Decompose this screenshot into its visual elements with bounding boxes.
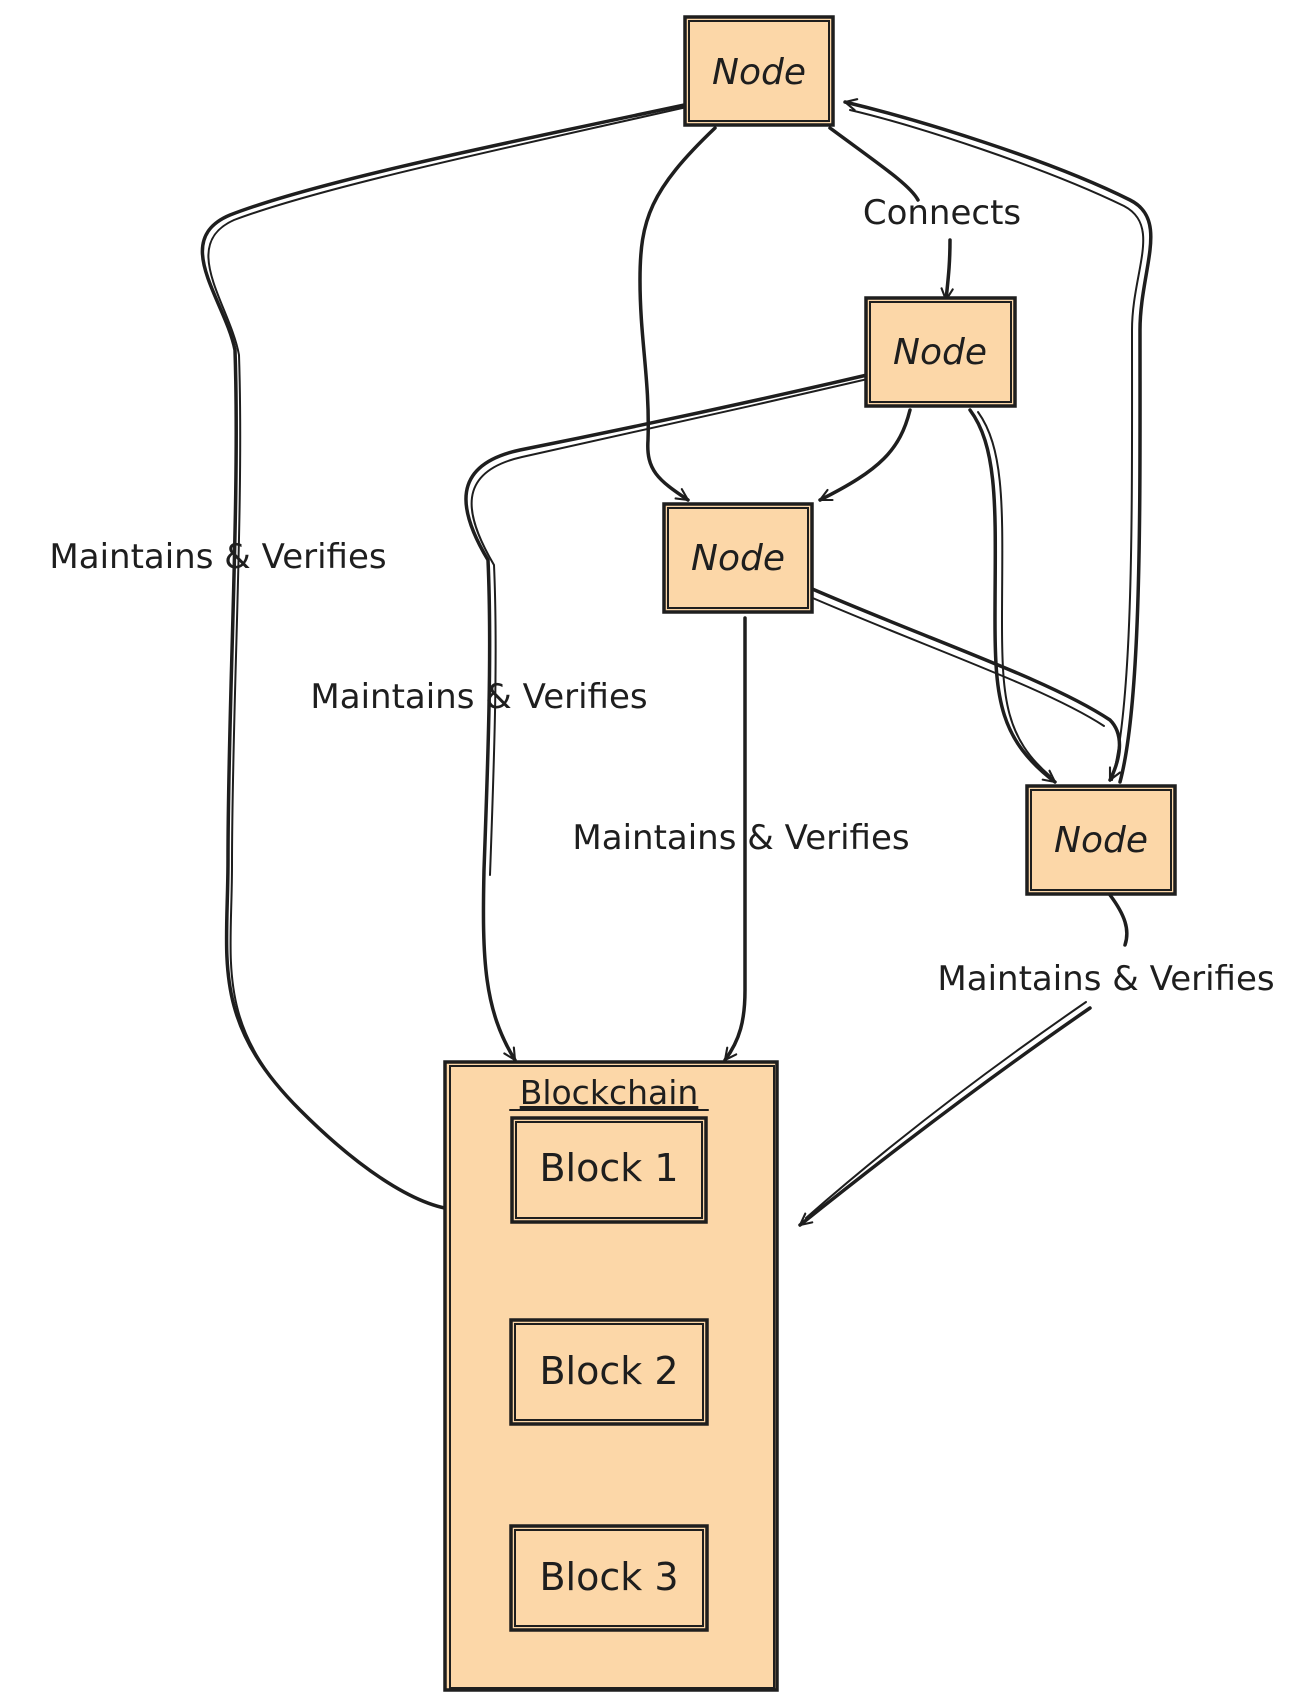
edge-node2-node4: [968, 408, 1055, 784]
block-1-label: Block 1: [539, 1146, 678, 1190]
label-maintains-node4: Maintains & Verifies: [937, 959, 1274, 999]
blockchain-container: Blockchain Block 1 Block 2 Block 3: [443, 1060, 779, 1692]
edge-node3-node4: [808, 586, 1122, 780]
edge-node1-blockchain-sketch: [207, 103, 701, 1115]
node-3: Node: [662, 502, 814, 614]
block-3: Block 3: [509, 1524, 709, 1632]
node-4-label: Node: [1054, 820, 1148, 861]
edge-node2-blockchain: [464, 370, 882, 1060]
label-maintains-node1: Maintains & Verifies: [49, 537, 386, 577]
edge-node4-node1: [845, 102, 1153, 784]
edges: [200, 98, 1153, 1514]
edge-node2-blockchain-sketch: [470, 377, 873, 876]
label-maintains-node3: Maintains & Verifies: [572, 818, 909, 858]
edge-node1-blockchain: [200, 98, 710, 1210]
edge-node2-node3: [820, 408, 912, 502]
label-maintains-node2: Maintains & Verifies: [310, 677, 647, 717]
blockchain-title: Blockchain: [520, 1073, 699, 1112]
node-2-label: Node: [893, 332, 987, 373]
label-connects: Connects: [863, 193, 1021, 233]
edge-node4-blockchain: [800, 1006, 1092, 1227]
edge-node4-blockchain-top: [1108, 893, 1129, 947]
edge-node4-blockchain-sketch: [805, 1001, 1087, 1219]
edge-labels: Connects Maintains & Verifies Maintains …: [49, 193, 1274, 999]
edge-node2-node4-sketch: [977, 411, 1051, 777]
edge-node3-node4-sketch: [807, 595, 1105, 727]
edge-node1-node2: [828, 126, 920, 202]
node-1-label: Node: [712, 52, 806, 93]
block-3-label: Block 3: [539, 1555, 678, 1599]
node-1: Node: [683, 15, 835, 127]
edge-connects-node2: [946, 238, 950, 300]
block-2-label: Block 2: [539, 1349, 678, 1393]
edge-node4-node1-sketch: [849, 109, 1145, 781]
block-2: Block 2: [509, 1318, 709, 1426]
edge-node3-blockchain: [723, 616, 747, 1060]
block-1: Block 1: [510, 1116, 708, 1224]
node-4: Node: [1025, 784, 1177, 896]
node-2: Node: [864, 296, 1017, 408]
node-3-label: Node: [691, 538, 785, 579]
edge-node1-node3: [638, 126, 717, 502]
